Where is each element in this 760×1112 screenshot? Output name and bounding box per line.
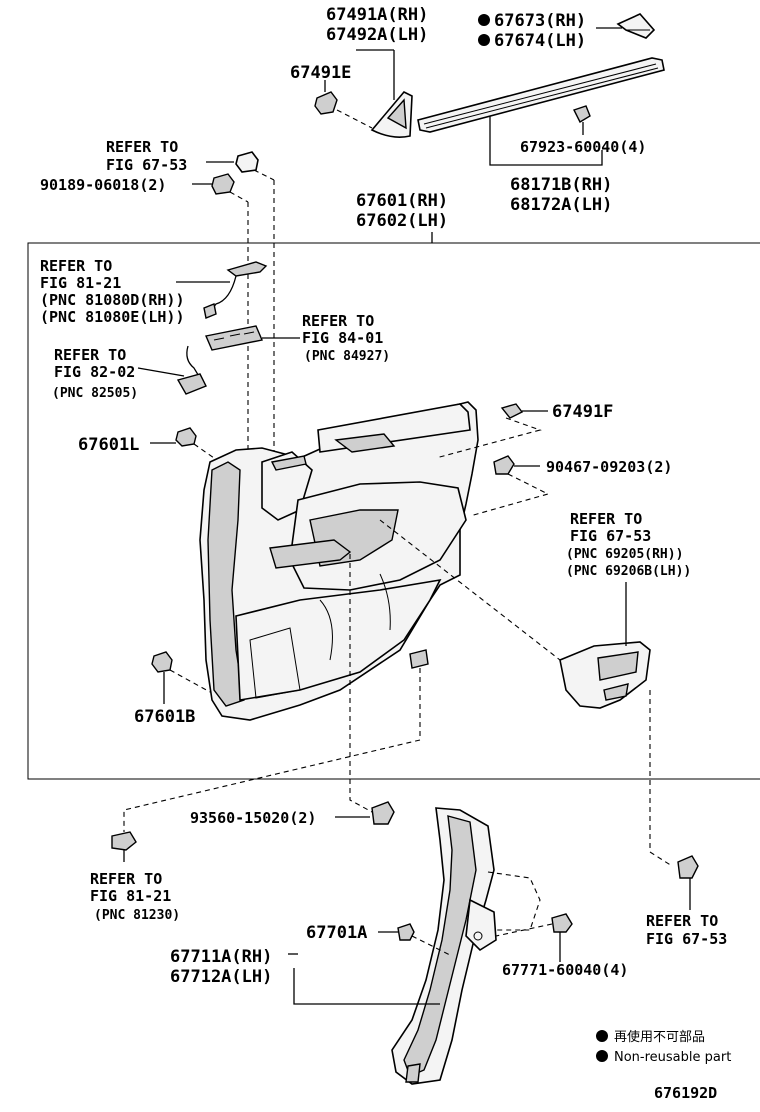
label-67601: 67601(RH): [356, 191, 448, 211]
legend-dot-en: [596, 1050, 608, 1062]
label-68172a: 68172A(LH): [510, 195, 612, 215]
label-pnc-81080e: (PNC 81080E(LH)): [40, 308, 185, 326]
label-pnc-69206b: (PNC 69206B(LH)): [566, 564, 691, 579]
dashed-line-handle-screw: [649, 690, 673, 867]
clip-90189: [192, 173, 249, 470]
label-pnc-82505: (PNC 82505): [52, 386, 138, 401]
legend-jp-text: 再使用不可部品: [614, 1029, 705, 1045]
legend-en-text: Non-reusable part: [614, 1050, 731, 1065]
label-68171b: 68171B(RH): [510, 175, 612, 195]
non-reusable-dot-67673: [478, 14, 490, 26]
wire-harness-81080: [176, 261, 268, 319]
clip-67771: [495, 913, 573, 962]
label-pnc-69205: (PNC 69205(RH)): [566, 547, 683, 562]
clip-67491f: [435, 403, 548, 459]
trim-piece-67673: [616, 13, 656, 39]
clip-refer-67-53-top: [206, 151, 275, 460]
label-67771: 67771-60040(4): [502, 961, 628, 979]
label-67492a: 67492A(LH): [326, 25, 428, 45]
dashed-line-handle: [379, 519, 561, 661]
label-pnc-81230: (PNC 81230): [94, 908, 180, 923]
label-fig-67-53-c: FIG 67-53: [646, 930, 727, 948]
label-refer-to-8202: REFER TO: [54, 346, 126, 364]
label-67601l: 67601L: [78, 435, 139, 455]
label-67491a: 67491A(RH): [326, 5, 428, 25]
label-67711a: 67711A(RH): [170, 947, 272, 967]
belt-weatherstrip-68171b: [417, 57, 665, 133]
front-door-trim-board: [199, 401, 479, 721]
label-67491f: 67491F: [552, 402, 613, 422]
label-67602: 67602(LH): [356, 211, 448, 231]
clip-67601l: [150, 427, 215, 459]
label-refer-to-6753c: REFER TO: [646, 912, 718, 930]
leader-68171b: [489, 116, 603, 166]
label-fig-67-53-1: FIG 67-53: [106, 156, 187, 174]
label-refer-to-8401: REFER TO: [302, 312, 374, 330]
label-67673: 67673(RH): [494, 11, 586, 31]
dashed-line-clip-81230: [123, 668, 421, 832]
leader-67711a: [293, 968, 440, 1005]
label-refer-to-6753b: REFER TO: [570, 510, 642, 528]
clip-81230: [111, 831, 137, 862]
legend-dot-jp: [596, 1030, 608, 1042]
label-93560: 93560-15020(2): [190, 809, 316, 827]
clip-67491e: [314, 80, 373, 129]
screw-93560: [335, 801, 395, 825]
label-67712a: 67712A(LH): [170, 967, 272, 987]
screw-refer-67-53-bottom: [677, 855, 699, 910]
label-67601b: 67601B: [134, 707, 195, 727]
inside-handle-bezel-69205: [559, 582, 651, 709]
corner-cover-67491a: [356, 49, 413, 138]
scuff-plate-67711a: [391, 807, 541, 1085]
label-fig-82-02: FIG 82-02: [54, 363, 135, 381]
label-pnc-84927: (PNC 84927): [304, 349, 390, 364]
label-fig-81-21-b: FIG 81-21: [90, 887, 171, 905]
clip-67923: [573, 105, 591, 135]
door-trim-assembly-frame: [27, 242, 760, 780]
label-fig-67-53-b: FIG 67-53: [570, 527, 651, 545]
clip-67601b: [151, 651, 211, 704]
label-fig-81-21: FIG 81-21: [40, 274, 121, 292]
dashed-line-screw-93560: [349, 554, 373, 813]
label-67701a: 67701A: [306, 923, 367, 943]
label-90467: 90467-09203(2): [546, 458, 672, 476]
clip-67701a: [378, 923, 453, 957]
label-refer-to-8121: REFER TO: [40, 257, 112, 275]
power-window-switch-84927: [205, 325, 300, 351]
label-67491e: 67491E: [290, 63, 351, 83]
courtesy-lamp-82505: [137, 345, 207, 395]
screw-90467: [469, 455, 550, 517]
label-fig-84-01: FIG 84-01: [302, 329, 383, 347]
label-90189: 90189-06018(2): [40, 176, 166, 194]
label-67923: 67923-60040(4): [520, 138, 646, 156]
label-67674: 67674(LH): [494, 31, 586, 51]
diagram-id: 676192D: [654, 1084, 717, 1102]
label-refer-to-8121b: REFER TO: [90, 870, 162, 888]
non-reusable-dot-67674: [478, 34, 490, 46]
label-pnc-81080d: (PNC 81080D(RH)): [40, 291, 185, 309]
label-refer-to-1: REFER TO: [106, 138, 178, 156]
